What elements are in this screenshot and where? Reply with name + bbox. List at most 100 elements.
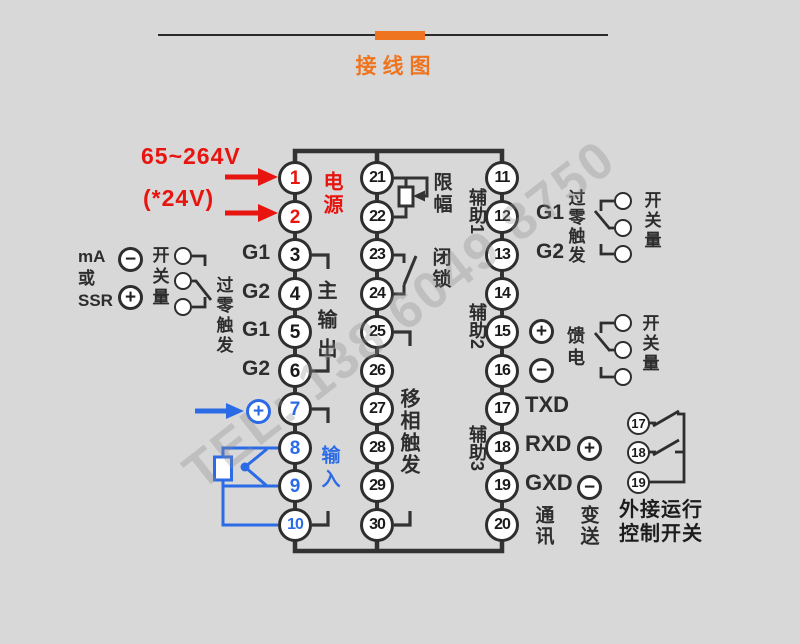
sensor-type-or: 或 — [78, 269, 95, 288]
terminal-27: 27 — [360, 392, 394, 426]
right-switch2-contact-circle-1 — [614, 314, 632, 332]
feed-minus-icon: − — [529, 358, 554, 383]
terminal-12: 12 — [485, 200, 519, 234]
hook-terminal-30 — [394, 511, 412, 527]
external-terminal-17: 17 — [627, 412, 650, 435]
terminal-10: 10 — [278, 508, 312, 542]
gxd-minus-icon: − — [577, 475, 602, 500]
left-switch-contact-top — [192, 254, 207, 266]
page-title: 接线图 — [355, 55, 437, 78]
potentiometer-body — [397, 185, 415, 208]
sensor-type-ssr: SSR — [78, 291, 113, 310]
right-switch1-label: 开关量 — [641, 191, 661, 251]
gate-label-terminal-13: G2 — [536, 240, 565, 263]
hook-terminal-10 — [312, 511, 330, 527]
terminal-22: 22 — [360, 200, 394, 234]
latch-switch-blade — [402, 255, 418, 286]
external-switch-18-blade — [649, 438, 680, 457]
gate-label-terminal-3: G1 — [241, 241, 270, 264]
sensor-junction-dot — [240, 462, 250, 472]
terminal-16: 16 — [485, 354, 519, 388]
aux2-label: 辅助2 — [467, 303, 487, 350]
potentiometer-wiper-wire — [394, 176, 429, 198]
input-arrow-icon — [226, 403, 244, 419]
right-switch2-contact-circle-3 — [614, 368, 632, 386]
left-switch-blade — [192, 279, 213, 301]
left-switch-contact-circle-3 — [174, 298, 192, 316]
right-switch1-contact-circle-1 — [614, 192, 632, 210]
rxd-plus-icon: + — [577, 436, 602, 461]
terminal-4: 4 — [278, 277, 312, 311]
right-switch1-blade — [593, 210, 614, 230]
sensor-wires — [221, 446, 280, 527]
terminal-3: 3 — [278, 238, 312, 272]
terminal-7: 7 — [278, 392, 312, 426]
terminal-15: 15 — [485, 315, 519, 349]
hook-terminal-7 — [312, 407, 330, 423]
terminal-23: 23 — [360, 238, 394, 272]
external-switch-label-line2: 控制开关 — [619, 523, 703, 545]
comm-label: 通讯 — [532, 505, 554, 547]
left-switch-label: 开关量 — [149, 246, 169, 309]
external-switch-17-blade — [649, 409, 680, 428]
power-label: 电源 — [320, 171, 342, 217]
terminal-2: 2 — [278, 200, 312, 234]
gate-label-terminal-5: G1 — [241, 318, 270, 341]
latch-label: 闭锁 — [429, 247, 451, 291]
terminal-29: 29 — [360, 469, 394, 503]
terminal-19: 19 — [485, 469, 519, 503]
main-output-label: 主输出 — [314, 280, 336, 367]
terminal-28: 28 — [360, 431, 394, 465]
phase-trigger-label: 移相触发 — [397, 388, 419, 476]
right-switch1-contact-circle-3 — [614, 245, 632, 263]
power-voltage-label: 65~264V — [141, 143, 241, 169]
aux1-label: 辅助1 — [467, 188, 487, 235]
hook-terminal-3 — [312, 253, 330, 269]
terminal-18: 18 — [485, 431, 519, 465]
left-zero-trigger-label: 过零触发 — [213, 276, 233, 356]
terminal-17: 17 — [485, 392, 519, 426]
input-plus-icon: + — [246, 399, 271, 424]
power-alt-voltage-label: (*24V) — [143, 185, 215, 211]
left-switch-contact-circle-2 — [174, 272, 192, 290]
terminal-8: 8 — [278, 431, 312, 465]
ma-ssr-plus-icon: + — [118, 285, 143, 310]
right-switch2-contact-top — [599, 321, 614, 333]
terminal-13: 13 — [485, 238, 519, 272]
ma-ssr-minus-icon: − — [118, 247, 143, 272]
right-switch2-contact-bottom — [599, 367, 614, 379]
latch-contact-bottom — [394, 285, 406, 296]
gate-label-terminal-12: G1 — [536, 201, 565, 224]
external-switch-bus — [649, 412, 686, 484]
terminal-11: 11 — [485, 161, 519, 195]
terminal-26: 26 — [360, 354, 394, 388]
external-terminal-18: 18 — [627, 441, 650, 464]
external-terminal-19: 19 — [627, 471, 650, 494]
gate-label-terminal-4: G2 — [241, 280, 270, 303]
right-switch2-blade — [593, 332, 614, 352]
txd-label: TXD — [525, 392, 569, 417]
terminal-21: 21 — [360, 161, 394, 195]
left-switch-contact-circle-1 — [174, 247, 192, 265]
limit-label: 限幅 — [430, 172, 452, 216]
terminal-5: 5 — [278, 315, 312, 349]
gxd-label: GXD — [525, 470, 573, 495]
terminal-14: 14 — [485, 277, 519, 311]
gate-label-terminal-6: G2 — [241, 357, 270, 380]
sensor-type-ma: mA — [78, 247, 106, 266]
rxd-label: RXD — [525, 431, 572, 456]
transmit-label: 变送 — [577, 505, 599, 547]
terminal-6: 6 — [278, 354, 312, 388]
potentiometer-arrow-icon — [413, 190, 425, 202]
power-arrow-2-icon — [258, 204, 278, 222]
sensor-body — [213, 455, 233, 482]
input-label: 输入 — [318, 445, 340, 493]
power-arrow-1-icon — [258, 168, 278, 186]
external-switch-label-line1: 外接运行 — [619, 499, 703, 521]
hook-terminal-25 — [394, 330, 412, 346]
latch-contact-top — [394, 253, 406, 263]
feed-plus-icon: + — [529, 319, 554, 344]
aux3-label: 辅助3 — [467, 425, 487, 472]
